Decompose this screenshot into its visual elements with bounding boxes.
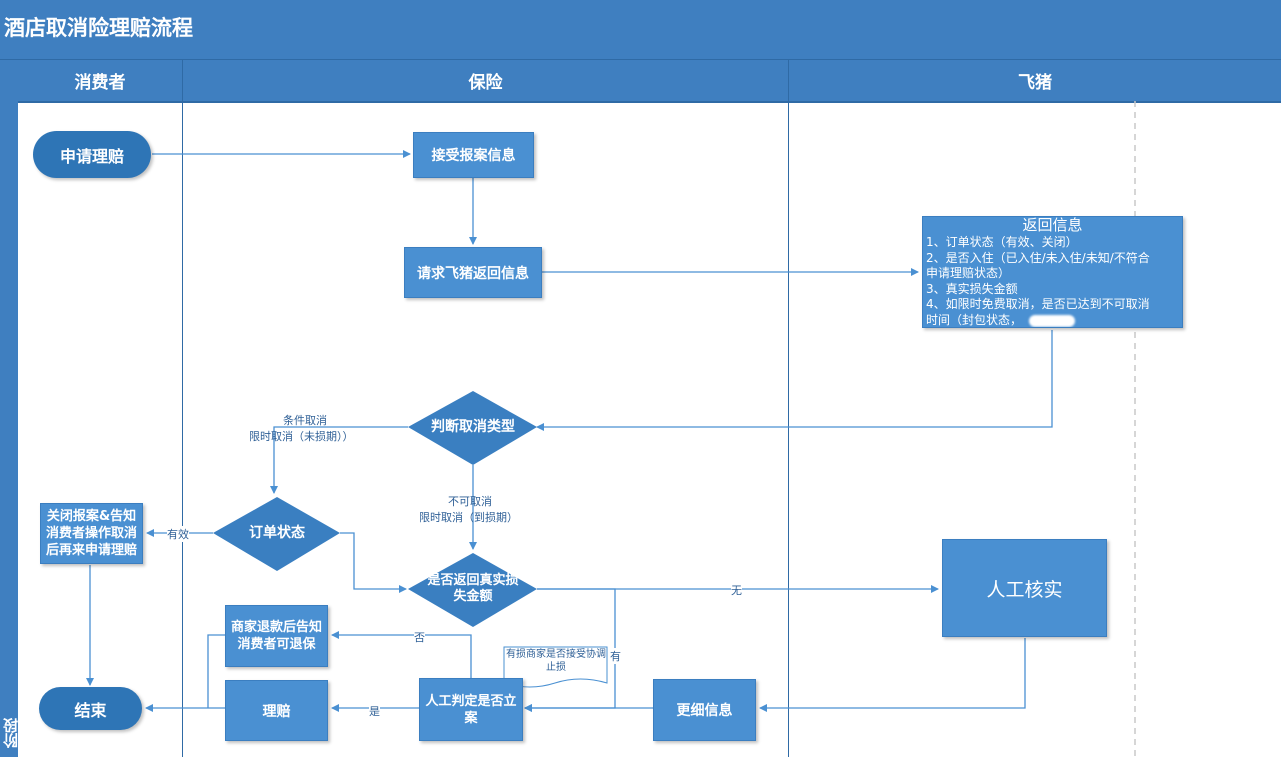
edge-label-yes: 是 bbox=[369, 703, 380, 719]
return-info-line: 2、是否入住（已入住/未入住/未知/不符合 bbox=[926, 250, 1150, 265]
return-info-line: 申请理赔状态） bbox=[926, 266, 1011, 280]
edge-label-valid: 有效 bbox=[167, 526, 189, 542]
return-info-lines: 1、订单状态（有效、关闭） 2、是否入住（已入住/未入住/未知/不符合 申请理赔… bbox=[926, 235, 1182, 327]
end-terminal: 结束 bbox=[39, 687, 142, 730]
return-info-title: 返回信息 bbox=[1022, 216, 1083, 234]
details-box: 更细信息 bbox=[653, 679, 756, 741]
request-return-box: 请求飞猪返回信息 bbox=[404, 247, 542, 298]
decision-judge-shape bbox=[408, 391, 537, 465]
return-info-line: 时间（封包状态， bbox=[926, 312, 1023, 327]
manual-verify-box: 人工核实 bbox=[942, 539, 1107, 637]
return-info-line: 1、订单状态（有效、关闭） bbox=[926, 235, 1078, 249]
lane-divider bbox=[788, 60, 789, 757]
decision-judge-cancel-type: 判断取消类型 bbox=[431, 418, 515, 435]
phase-strip bbox=[0, 60, 18, 757]
lane-header-bar bbox=[18, 60, 1281, 103]
edge-return-to-judge bbox=[536, 330, 1053, 431]
claim-box: 理赔 bbox=[225, 680, 328, 741]
lane-title-consumer: 消费者 bbox=[74, 73, 126, 93]
note-text: 有损商家是否接受协调止损 bbox=[506, 649, 606, 673]
return-info-line: 3、真实损失金额 bbox=[926, 281, 1018, 296]
edge-label-limited-expired: 限时取消（到损期） bbox=[419, 511, 518, 524]
edge-label-has: 有 bbox=[610, 648, 621, 664]
return-info-line: 4、如限时免费取消，是否已达到不可取消 bbox=[926, 297, 1150, 311]
edge-judge-to-order bbox=[270, 426, 408, 494]
decision-return-real-loss: 是否返回真实损失金额 bbox=[427, 573, 519, 604]
edge-label-no: 否 bbox=[414, 629, 425, 645]
receive-report-box: 接受报案信息 bbox=[413, 132, 534, 178]
decision-returnloss-shape bbox=[408, 553, 537, 627]
redaction-blob bbox=[1029, 315, 1075, 327]
lane-title-insurance: 保险 bbox=[468, 73, 503, 93]
close-report-box: 关闭报案&告知消费者操作取消后再来申请理赔 bbox=[40, 503, 143, 564]
edge-label-limited-unexpired: 限时取消（未损期）） bbox=[249, 430, 354, 443]
edge-verify-to-details bbox=[759, 638, 1026, 712]
merchant-refund-box: 商家退款后告知消费者可退保 bbox=[225, 605, 328, 667]
decision-order-status: 订单状态 bbox=[249, 524, 305, 541]
edge-refund-to-end bbox=[207, 634, 226, 708]
manual-decide-box: 人工判定是否立案 bbox=[419, 678, 523, 741]
lane-title-fliggy: 飞猪 bbox=[1018, 73, 1052, 93]
decision-order-shape bbox=[213, 497, 340, 571]
edge-decide-to-refund bbox=[331, 631, 472, 678]
apply-claim-terminal: 申请理赔 bbox=[33, 131, 151, 178]
edge-label-conditional-cancel: 条件取消 bbox=[283, 414, 327, 427]
title-bar bbox=[0, 0, 1281, 60]
return-info-box: 返回信息 1、订单状态（有效、关闭） 2、是否入住（已入住/未入住/未知/不符合… bbox=[922, 216, 1183, 328]
edge-order-to-returnloss bbox=[340, 532, 407, 593]
edge-label-non-cancel: 不可取消 bbox=[448, 495, 492, 508]
page-title: 酒店取消险理赔流程 bbox=[4, 16, 193, 40]
edge-label-none: 无 bbox=[731, 582, 742, 598]
lane-divider bbox=[182, 60, 183, 757]
